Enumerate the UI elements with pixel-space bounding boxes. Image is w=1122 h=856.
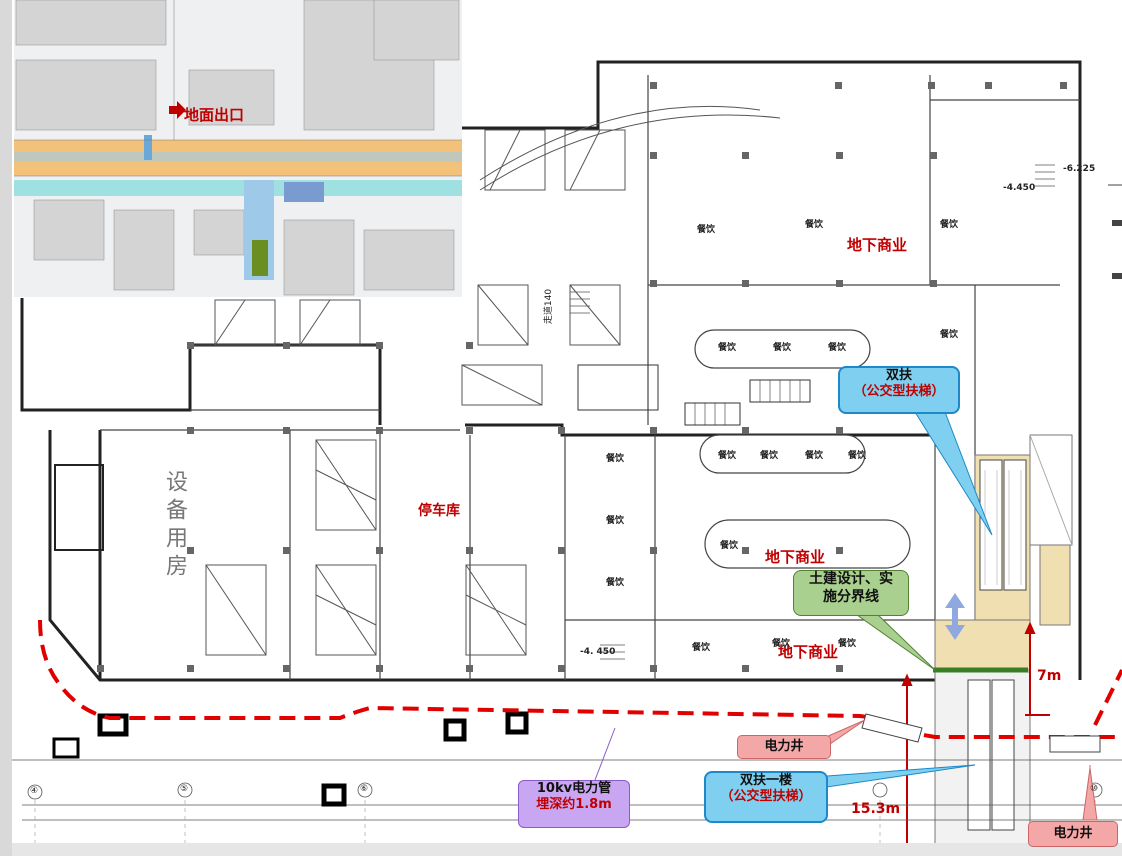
food-label: 餐饮: [760, 451, 779, 461]
dimension-7m: 7m: [1037, 668, 1062, 684]
food-label: 餐饮: [718, 451, 737, 461]
food-label: 餐饮: [773, 343, 792, 353]
escalator-callout-title: 双扶: [885, 368, 912, 383]
level-label: -4. 450: [580, 647, 616, 657]
food-label: 餐饮: [940, 220, 959, 230]
boundary-line2: 施分界线: [823, 588, 879, 605]
site-map-drawing: [14, 0, 462, 297]
food-label: 餐饮: [828, 343, 847, 353]
boundary-line1: 土建设计、实: [809, 571, 893, 587]
food-label: 餐饮: [940, 330, 959, 340]
axis-mark: ⑩: [1090, 784, 1099, 794]
escalator-1f-title: 双扶一楼: [739, 773, 792, 788]
power-shaft-callout-right: 电力井: [1028, 821, 1118, 847]
food-label: 餐饮: [838, 639, 857, 649]
power-pipe-line1: 10kv电力管: [536, 781, 612, 796]
food-label: 餐饮: [720, 541, 739, 551]
site-map-inset: 地面出口: [14, 0, 462, 297]
equipment-room-label: 设备用房: [162, 470, 187, 582]
level-label: -6.225: [1063, 164, 1096, 174]
parking-label: 停车库: [418, 503, 460, 519]
escalator-1f-sub: （公交型扶梯）: [720, 789, 812, 805]
food-label: 餐饮: [692, 643, 711, 653]
dimension-15-3m: 15.3m: [851, 801, 901, 817]
axis-mark: ⑥: [360, 784, 369, 794]
food-label: 餐饮: [697, 225, 716, 235]
axis-mark: ④: [30, 786, 39, 796]
level-label: -4.450: [1003, 183, 1036, 193]
food-label: 餐饮: [805, 220, 824, 230]
food-label: 餐饮: [772, 639, 791, 649]
food-label: 餐饮: [606, 454, 625, 464]
commercial-label-top: 地下商业: [847, 236, 908, 254]
power-pipe-line2: 埋深约1.8m: [536, 797, 612, 813]
power-shaft-callout: 电力井: [737, 735, 831, 759]
food-label: 餐饮: [718, 343, 737, 353]
food-label: 餐饮: [805, 451, 824, 461]
exit-label: 地面出口: [184, 106, 245, 124]
commercial-label-bottom: 地下商业: [778, 643, 839, 661]
axis-mark: ⑤: [180, 784, 189, 794]
escalator-1f-callout: 双扶一楼 （公交型扶梯）: [704, 771, 828, 823]
food-label: 餐饮: [848, 451, 867, 461]
escalator-callout: 双扶 （公交型扶梯）: [838, 366, 960, 414]
power-pipe-callout: 10kv电力管 埋深约1.8m: [518, 780, 630, 828]
corridor-label: 走道140: [544, 288, 555, 325]
escalator-callout-sub: （公交型扶梯）: [853, 384, 945, 400]
boundary-callout: 土建设计、实 施分界线: [793, 570, 909, 616]
commercial-label-mid: 地下商业: [765, 548, 826, 566]
food-label: 餐饮: [606, 578, 625, 588]
food-label: 餐饮: [606, 516, 625, 526]
